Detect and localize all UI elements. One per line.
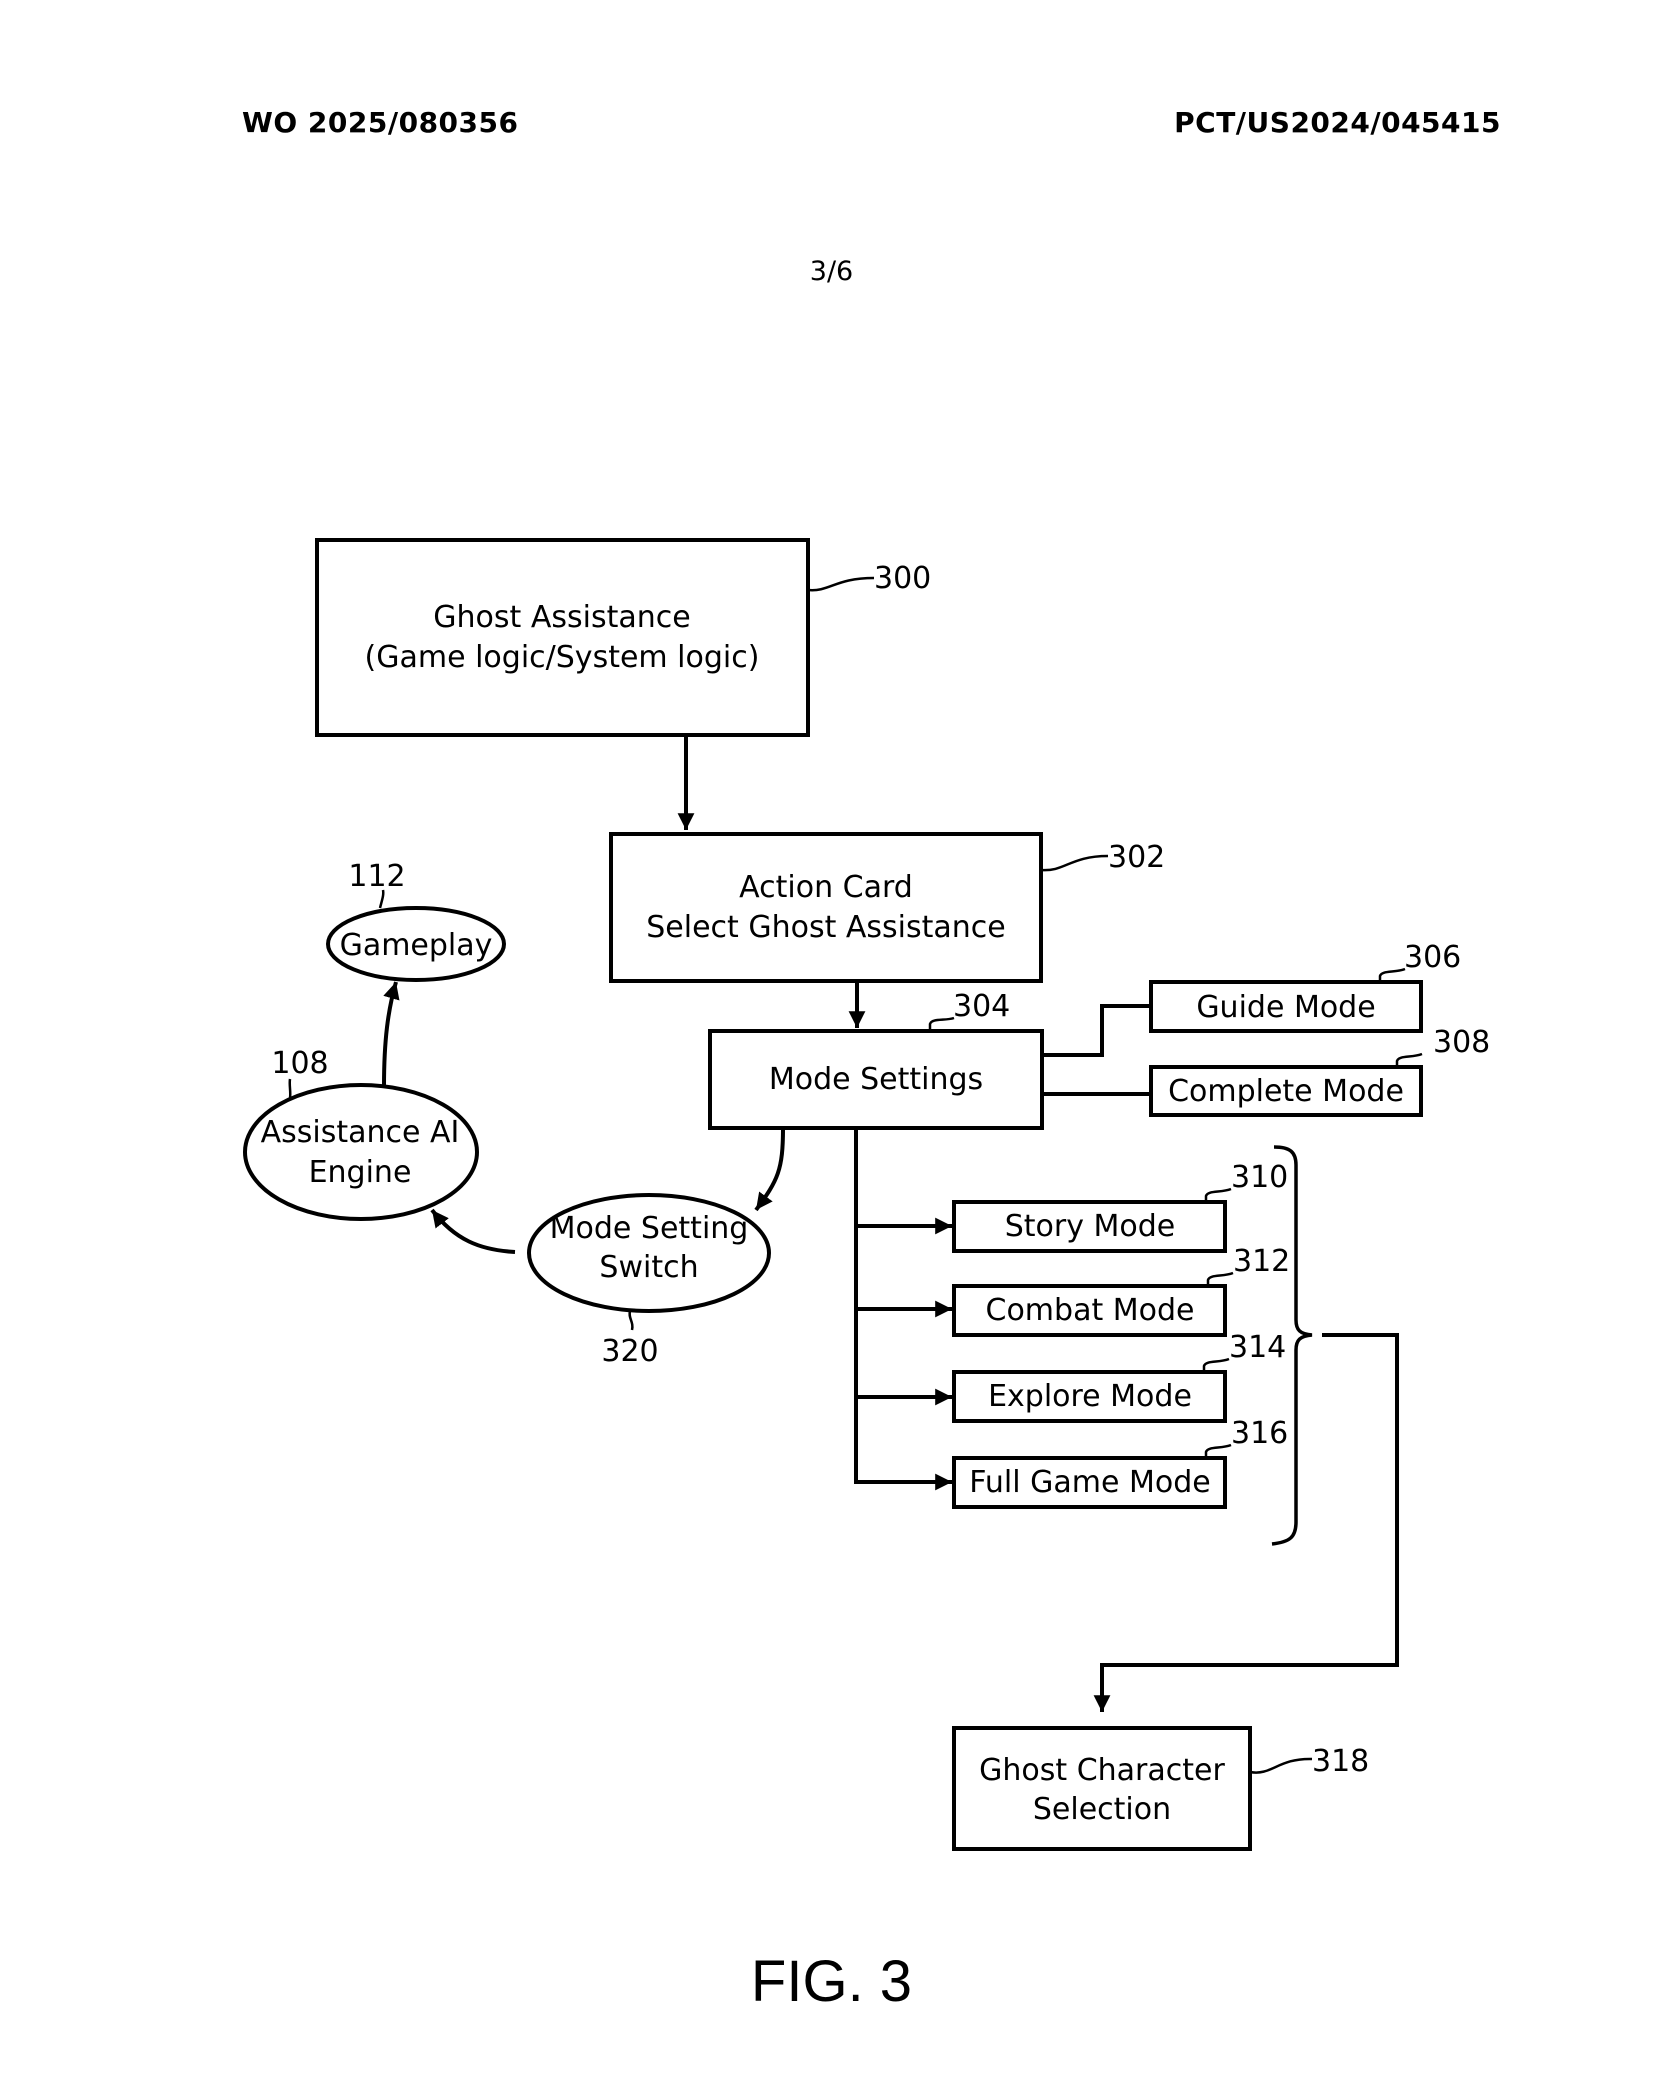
sheet-number: 3/6 xyxy=(809,256,854,287)
ref-306: 306 xyxy=(1404,940,1461,975)
gameplay-node: Gameplay 112 xyxy=(326,859,506,982)
ref-leader-308 xyxy=(1395,1052,1423,1067)
full-game-mode-box xyxy=(952,1456,1227,1509)
complete-mode-node: Complete Mode 308 xyxy=(1042,1025,1490,1117)
arrow-mode-settings-to-switch xyxy=(754,1127,785,1212)
ref-314: 314 xyxy=(1229,1330,1286,1365)
arrow-ai-engine-to-gameplay xyxy=(382,981,400,1087)
ref-318: 318 xyxy=(1312,1744,1369,1779)
guide-mode-label: Guide Mode xyxy=(1196,990,1375,1025)
ref-304: 304 xyxy=(953,989,1010,1024)
story-mode-node: Story Mode 310 xyxy=(952,1160,1288,1253)
ref-leader-306 xyxy=(1378,967,1406,982)
combat-mode-label: Combat Mode xyxy=(986,1293,1195,1328)
ref-leader-312 xyxy=(1206,1271,1234,1286)
ref-leader-108 xyxy=(288,1078,292,1099)
ghost-character-selection-label-1: Ghost Character xyxy=(979,1753,1225,1788)
story-mode-label: Story Mode xyxy=(1005,1209,1176,1244)
full-game-mode-node: Full Game Mode 316 xyxy=(952,1416,1288,1509)
assistance-ai-engine-label-2: Engine xyxy=(309,1155,412,1190)
guide-mode-node: Guide Mode 306 xyxy=(1042,940,1461,1057)
ref-leader-112 xyxy=(378,889,385,909)
gameplay-label: Gameplay xyxy=(340,928,493,963)
guide-mode-box xyxy=(1149,980,1423,1033)
explore-mode-label: Explore Mode xyxy=(988,1379,1192,1414)
action-card-label-2: Select Ghost Assistance xyxy=(646,910,1006,945)
ref-320: 320 xyxy=(601,1334,658,1369)
mode-settings-label: Mode Settings xyxy=(769,1062,983,1097)
ref-leader-314 xyxy=(1202,1357,1230,1372)
story-mode-box xyxy=(952,1200,1227,1253)
ghost-assistance-label-2: (Game logic/System logic) xyxy=(365,640,760,675)
full-game-mode-label: Full Game Mode xyxy=(969,1465,1210,1500)
ghost-assistance-node: Ghost Assistance (Game logic/System logi… xyxy=(315,538,931,737)
ghost-assistance-label-1: Ghost Assistance xyxy=(433,600,690,635)
ref-leader-304 xyxy=(928,1016,955,1031)
ref-leader-320 xyxy=(628,1310,634,1331)
assistance-ai-engine-node: Assistance AI Engine 108 xyxy=(243,1046,479,1221)
mode-setting-switch-label-1: Mode Setting xyxy=(550,1211,749,1246)
ref-leader-302 xyxy=(1040,854,1109,872)
explore-mode-node: Explore Mode 314 xyxy=(952,1330,1286,1423)
ref-112: 112 xyxy=(348,859,405,894)
modes-group-brace xyxy=(1271,1145,1313,1546)
complete-mode-label: Complete Mode xyxy=(1168,1074,1404,1109)
ghost-character-selection-box xyxy=(952,1726,1252,1851)
ref-302: 302 xyxy=(1108,840,1165,875)
mode-setting-switch-label-2: Switch xyxy=(599,1250,698,1285)
ref-312: 312 xyxy=(1233,1244,1290,1279)
ref-310: 310 xyxy=(1231,1160,1288,1195)
explore-mode-box xyxy=(952,1370,1227,1423)
figure-label: FIG. 3 xyxy=(750,1949,913,2014)
action-card-label-1: Action Card xyxy=(739,870,913,905)
assistance-ai-engine-ellipse xyxy=(243,1083,479,1221)
mode-setting-switch-node: Mode Setting Switch 320 xyxy=(527,1193,771,1369)
ref-leader-300 xyxy=(807,576,875,592)
mode-setting-switch-ellipse xyxy=(527,1193,771,1313)
ghost-assistance-box xyxy=(315,538,810,737)
complete-mode-box xyxy=(1149,1065,1423,1117)
arrow-switch-to-ai-engine xyxy=(430,1208,516,1254)
ref-300: 300 xyxy=(874,561,931,596)
ref-leader-310 xyxy=(1204,1187,1232,1202)
mode-settings-box xyxy=(708,1029,1044,1130)
assistance-ai-engine-label-1: Assistance AI xyxy=(261,1115,460,1150)
ghost-character-selection-label-2: Selection xyxy=(1033,1792,1171,1827)
ref-108: 108 xyxy=(271,1046,328,1081)
ref-leader-318 xyxy=(1249,1757,1313,1774)
combat-mode-box xyxy=(952,1284,1227,1337)
connector-guide-mode xyxy=(1042,1004,1151,1057)
gameplay-ellipse xyxy=(326,906,506,982)
application-number: PCT/US2024/045415 xyxy=(1174,106,1501,139)
ref-leader-316 xyxy=(1204,1443,1232,1458)
combat-mode-node: Combat Mode 312 xyxy=(952,1244,1290,1337)
action-card-box xyxy=(609,832,1043,983)
ref-308: 308 xyxy=(1433,1025,1490,1060)
mode-settings-node: Mode Settings 304 xyxy=(708,989,1044,1130)
action-card-node: Action Card Select Ghost Assistance 302 xyxy=(609,832,1165,983)
ref-316: 316 xyxy=(1231,1416,1288,1451)
ghost-character-selection-node: Ghost Character Selection 318 xyxy=(952,1726,1369,1851)
publication-number: WO 2025/080356 xyxy=(242,106,519,139)
arrow-modes-to-character-selection xyxy=(1093,1333,1399,1712)
